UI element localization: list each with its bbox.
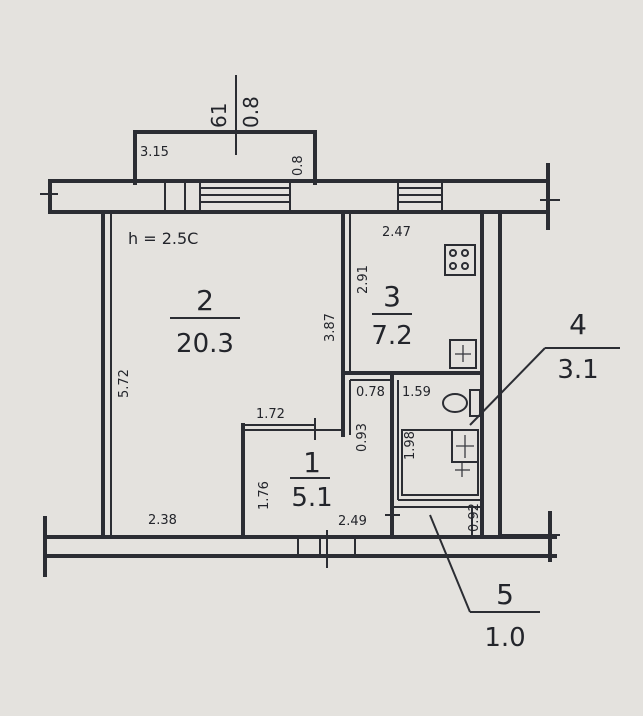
dim-balcony-depth: 0.8 (291, 155, 306, 176)
dim-room2-bottom: 2.38 (148, 513, 177, 528)
balcony-number: 61 (207, 103, 231, 128)
ceiling-height: h = 2.5C (128, 229, 198, 248)
room-3-area: 7.2 (371, 321, 412, 351)
kitchen-stove-icon (444, 244, 476, 276)
kitchen-sink-icon (449, 339, 477, 369)
room-1-area: 5.1 (291, 483, 332, 513)
bathtub-icon (401, 429, 479, 496)
room-1-number: 1 (303, 446, 321, 479)
dim-hall-height: 1.76 (257, 481, 272, 510)
room-5-number: 5 (496, 578, 514, 611)
interior-walls (241, 210, 484, 537)
room-4-number: 4 (569, 308, 587, 341)
dim-wc-width: 0.78 (356, 385, 385, 400)
toilet-icon (442, 389, 481, 417)
outer-wall-bottom (43, 516, 557, 577)
leader-lines (429, 347, 620, 613)
balcony-area: 0.8 (239, 96, 263, 128)
dim-bath-width: 1.59 (402, 385, 431, 400)
room-5-area: 1.0 (484, 623, 525, 653)
dim-balcony-width: 3.15 (140, 145, 169, 160)
dim-kitchen-height: 2.91 (356, 265, 371, 294)
dim-wc-bottom: 0.92 (467, 503, 482, 532)
dim-room2-height: 5.72 (117, 369, 132, 398)
dim-room2-wall-right: 3.87 (323, 313, 338, 342)
dim-kitchen-width: 2.47 (382, 225, 411, 240)
room-label-bars (170, 313, 412, 479)
room-4-area: 3.1 (557, 355, 598, 385)
dim-hall-bottom: 2.49 (338, 514, 367, 529)
room-2-number: 2 (196, 284, 214, 317)
outer-wall-left (101, 210, 112, 537)
dim-hall-width: 1.72 (256, 407, 285, 422)
outer-wall-top (40, 163, 560, 230)
room-2-area: 20.3 (176, 329, 234, 359)
dim-bath-height: 1.98 (403, 431, 418, 460)
dim-wc-height: 0.93 (355, 423, 370, 452)
room-3-number: 3 (383, 280, 401, 313)
balcony (133, 75, 317, 185)
